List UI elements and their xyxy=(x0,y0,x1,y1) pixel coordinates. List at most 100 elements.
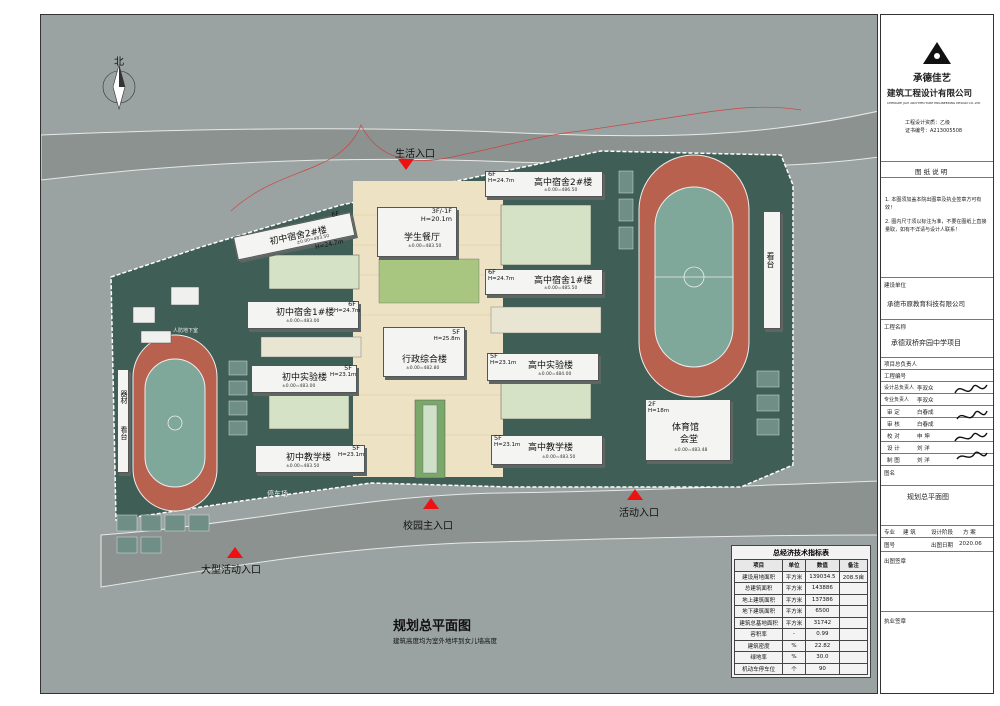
junior-teaching-building: 初中教学楼 5F H=23.1m ±0.00=483.50 xyxy=(255,444,365,473)
admin-elev: ±0.00=482.80 xyxy=(406,366,440,371)
company-name-en: CHENGDE JIAYI ARCHITECTURE ENGINEERING D… xyxy=(887,101,981,105)
role-row: 审 定 白春成 xyxy=(881,405,993,417)
stage-value: 方 案 xyxy=(963,530,976,536)
drawing-name: 规划总平面图 xyxy=(907,493,949,501)
senior-lab-height: H=23.1m xyxy=(490,360,517,366)
small-field xyxy=(144,358,206,488)
site-plan-frame: 北 生活入口 校园主入口 活动入口 大型活动入口 3F/-1F H=20.1m … xyxy=(40,14,878,694)
senior-dorm-2: 6F H=24.7m 高中宿舍2#楼 ±0.00=486.50 xyxy=(485,170,603,197)
seal-row-2: 执业签章 xyxy=(881,611,993,693)
senior-dorm-1: 6F H=24.7m 高中宿舍1#楼 ±0.00=485.50 xyxy=(485,268,603,295)
stats-cell: 137386 xyxy=(804,593,840,606)
junior-teach-height: H=23.1m xyxy=(338,452,365,458)
dining-floors: 3F/-1F xyxy=(431,207,452,215)
gym-elev: ±0.00=483.48 xyxy=(674,448,708,453)
sheet-row: 图号 出图日期 2020.06 xyxy=(881,537,993,551)
stats-cell: 容积率 xyxy=(733,628,784,641)
senior-court-1 xyxy=(500,204,592,266)
notes-title-row: 图 纸 说 明 xyxy=(881,161,993,177)
stage-label: 设计阶段 xyxy=(931,530,954,536)
junior-teach-elev: ±0.00=483.50 xyxy=(286,464,320,469)
client-name: 承德市原教育科技有限公司 xyxy=(887,300,965,308)
senior-dorm-1-height: H=24.7m xyxy=(488,276,515,282)
north-label: 北 xyxy=(114,57,124,68)
proj-lead-row: 项目总负责人 xyxy=(881,357,993,369)
stats-header-cell: 数值 xyxy=(804,559,840,572)
garden-courtyard xyxy=(378,258,480,304)
stats-cell: 143886 xyxy=(804,582,840,595)
stats-cell: 6500 xyxy=(804,605,840,618)
senior-teach-name: 高中教学楼 xyxy=(528,443,574,453)
discipline-label: 专业 xyxy=(884,530,896,536)
signatures xyxy=(954,384,988,460)
stats-cell: 个 xyxy=(782,662,806,675)
stats-row: 建筑密度%22.82 xyxy=(733,639,869,652)
qualification-1: 工程设计资质：乙级 xyxy=(905,120,951,126)
dining-height: H=20.1m xyxy=(420,215,452,223)
notes-body: 1. 本图须加盖本院出图章及执业签章方可有效！ 2. 图内尺寸须以标注为准，不要… xyxy=(881,177,993,277)
drawing-name-label-row: 图名 xyxy=(881,465,993,485)
stats-cell: 平方米 xyxy=(782,605,806,618)
proj-no-label: 工程编号 xyxy=(884,374,907,380)
stats-cell: 208.5亩 xyxy=(838,570,869,583)
property-line xyxy=(230,106,802,212)
stats-row: 容积率-0.99 xyxy=(733,628,869,641)
stats-title: 总经济技术指标表 xyxy=(773,549,829,557)
senior-court-2 xyxy=(500,378,592,420)
stats-cell: 31742 xyxy=(804,616,840,629)
stats-cell xyxy=(838,605,869,618)
stats-row: 绿地率%30.0 xyxy=(733,651,869,664)
senior-dorm-2-floors: 6F xyxy=(488,170,496,178)
junior-lab-height: H=23.1m xyxy=(330,372,357,378)
gym-name-line1: 体育馆 xyxy=(672,423,700,433)
project-name: 承德双桥弈园中学项目 xyxy=(891,339,961,347)
role-label: 设计总负责人 xyxy=(884,385,915,391)
discipline-row: 专业 建 筑 设计阶段 方 案 xyxy=(881,525,993,537)
role-person: 刘 洋 xyxy=(917,446,930,452)
gym-name-line2: 会堂 xyxy=(680,435,699,445)
seal-2-label: 执业签章 xyxy=(884,619,907,625)
student-dining-hall: 3F/-1F H=20.1m 学生餐厅 ±0.00=483.50 xyxy=(377,207,457,257)
stats-cell xyxy=(838,616,869,629)
large-activity-entrance-arrow xyxy=(227,547,243,558)
stats-cell: 总建筑面积 xyxy=(733,582,784,595)
stats-cell: 平方米 xyxy=(782,582,806,595)
date-value: 2020.06 xyxy=(959,541,982,547)
role-label: 审 定 xyxy=(887,410,900,416)
role-row: 审 核 白春成 xyxy=(881,417,993,429)
proj-lead-label: 项目总负责人 xyxy=(884,362,918,368)
discipline-value: 建 筑 xyxy=(903,530,916,536)
stats-cell: 建筑密度 xyxy=(733,639,784,652)
role-row: 专业负责人 李双众 xyxy=(881,393,993,405)
project-row: 工程名称 承德双桥弈园中学项目 xyxy=(881,319,993,357)
role-row: 制 图 刘 洋 xyxy=(881,453,993,465)
equipment-room-name: 器材 xyxy=(120,390,128,404)
title-block: 承德佳艺 建筑工程设计有限公司 CHENGDE JIAYI ARCHITECTU… xyxy=(880,14,994,694)
seal-1-label: 出图签章 xyxy=(884,559,907,565)
gym-floors: 2F xyxy=(648,400,656,408)
stats-cell: % xyxy=(782,651,806,664)
junior-dorm-2-floors: 6F xyxy=(330,209,341,219)
stats-cell: 建筑总基地面积 xyxy=(733,616,784,629)
gym-auditorium: 2F H=18m 体育馆 会堂 ±0.00=483.48 xyxy=(645,399,731,461)
stats-cell: - xyxy=(782,628,806,641)
qualification-2: 证书编号：A213005508 xyxy=(905,128,963,134)
stats-cell xyxy=(838,582,869,595)
company-name-2: 建筑工程设计有限公司 xyxy=(887,89,973,99)
client-row: 建设单位 承德市原教育科技有限公司 xyxy=(881,277,993,319)
notes-title: 图 纸 说 明 xyxy=(915,168,948,176)
stats-cell: 地下建筑面积 xyxy=(733,605,784,618)
stats-cell: 22.82 xyxy=(804,639,840,652)
seal-row-1: 出图签章 xyxy=(881,551,993,611)
large-grandstand-name: 看台 xyxy=(766,252,775,268)
stats-cell: 139034.5 xyxy=(804,570,840,583)
main-entrance-label: 校园主入口 xyxy=(403,521,453,532)
stats-cell: 平方米 xyxy=(782,616,806,629)
stats-header-cell: 单位 xyxy=(782,559,806,572)
stats-cell: 地上建筑面积 xyxy=(733,593,784,606)
